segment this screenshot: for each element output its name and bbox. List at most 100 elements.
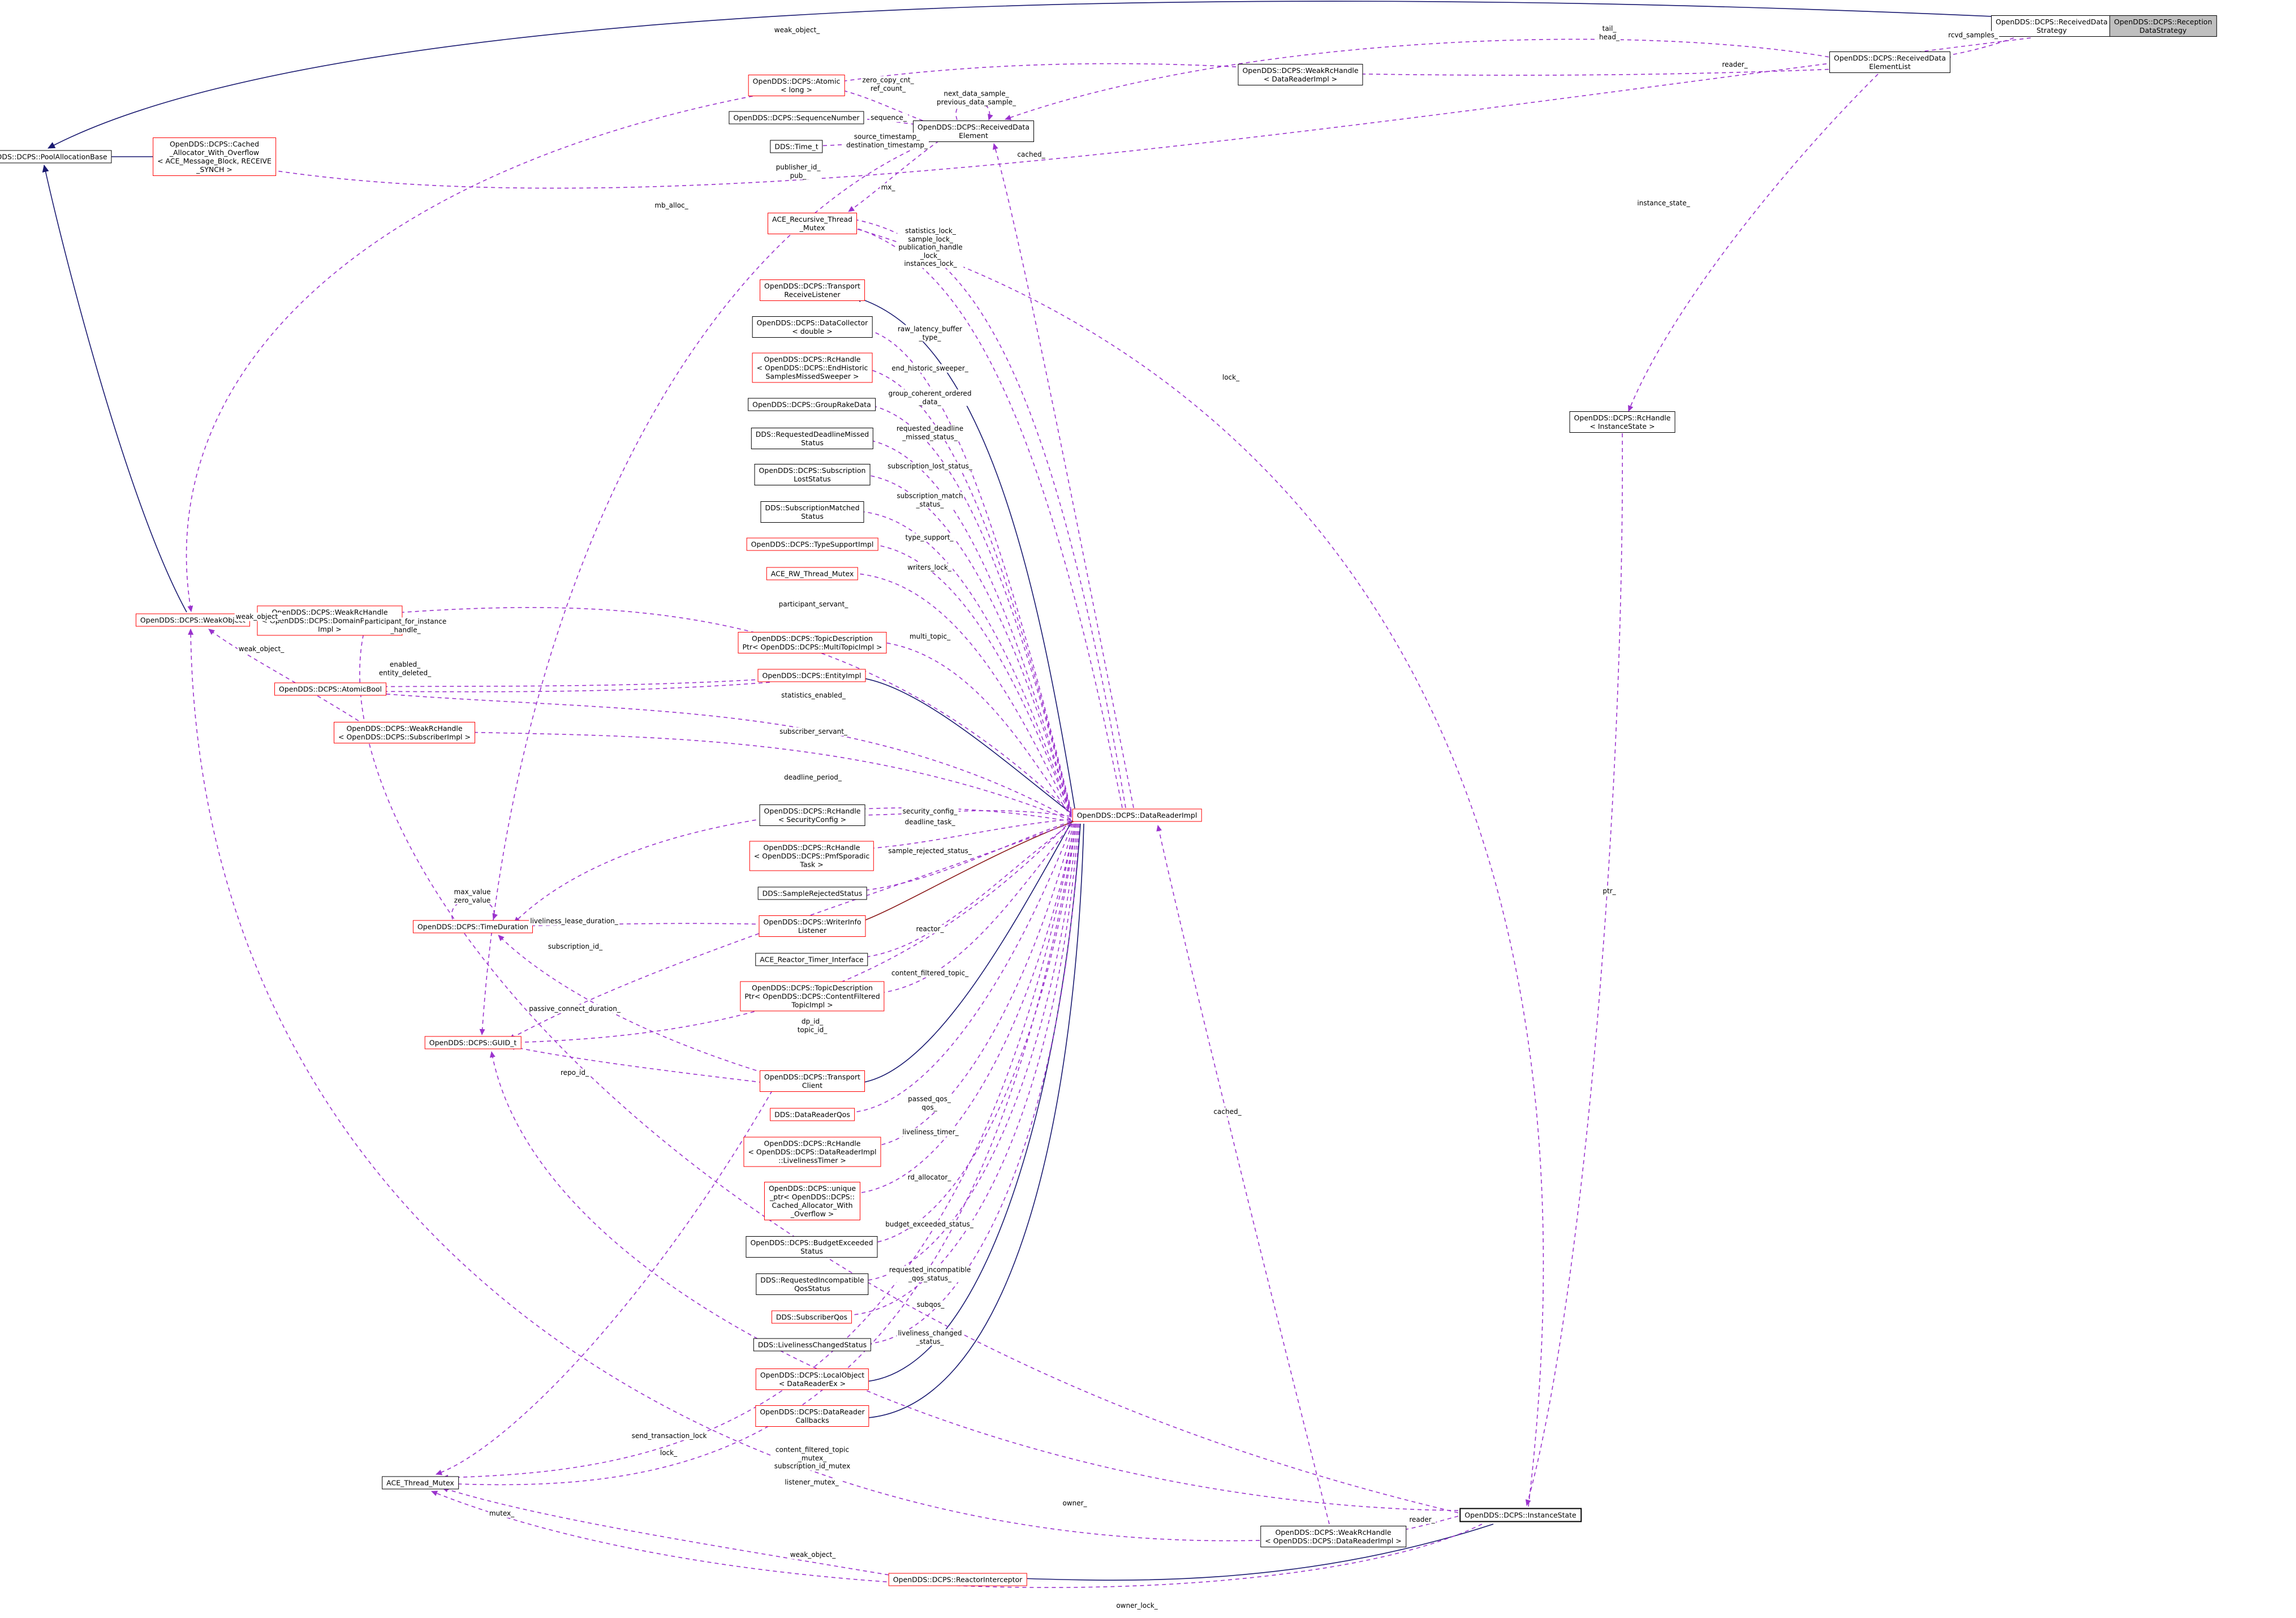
class-node-topic-description-content-filtered[interactable]: OpenDDS::DCPS::TopicDescription Ptr< Ope… — [740, 981, 885, 1012]
relationship-edge — [442, 1487, 897, 1577]
relationship-edge — [1331, 68, 1837, 77]
relationship-edge — [498, 935, 771, 1075]
class-node-ace-rw-thread-mutex[interactable]: ACE_RW_Thread_Mutex — [766, 567, 859, 580]
edge-label: mutex_ — [488, 1509, 516, 1518]
relationship-edge — [365, 607, 1071, 814]
class-node-data-reader-callbacks[interactable]: OpenDDS::DCPS::DataReader Callbacks — [755, 1405, 869, 1427]
class-node-ace-recursive-thread-mutex[interactable]: ACE_Recursive_Thread _Mutex — [768, 213, 857, 234]
edge-label: liveliness_timer_ — [901, 1128, 960, 1137]
class-node-rchandle-instance-state[interactable]: OpenDDS::DCPS::RcHandle < InstanceState … — [1569, 411, 1675, 433]
edge-label: deadline_period_ — [783, 773, 843, 782]
class-node-rchandle-end-historic[interactable]: OpenDDS::DCPS::RcHandle < OpenDDS::DCPS:… — [752, 352, 873, 383]
class-node-reception-data-strategy: OpenDDS::DCPS::Reception DataStrategy — [2109, 15, 2217, 37]
relationship-edge — [848, 216, 1126, 808]
class-node-guid-t[interactable]: OpenDDS::DCPS::GUID_t — [424, 1036, 522, 1049]
class-node-data-reader-qos[interactable]: DDS::DataReaderQos — [770, 1108, 855, 1121]
relationship-edge — [359, 682, 770, 695]
relationship-edge — [857, 823, 1081, 1385]
class-node-budget-exceeded-status[interactable]: OpenDDS::DCPS::BudgetExceeded Status — [746, 1236, 878, 1258]
class-node-ace-reactor-timer-interface[interactable]: ACE_Reactor_Timer_Interface — [755, 953, 868, 966]
edge-label: content_filtered_topic _mutex_ subscript… — [773, 1445, 852, 1470]
relationship-edge — [1005, 38, 1837, 121]
class-node-group-rake-data[interactable]: OpenDDS::DCPS::GroupRakeData — [748, 398, 876, 411]
class-node-received-data-strategy[interactable]: OpenDDS::DCPS::ReceivedData Strategy — [1991, 15, 2112, 37]
class-node-unique-ptr-cached-allocator[interactable]: OpenDDS::DCPS::unique _ptr< OpenDDS::DCP… — [764, 1182, 861, 1220]
edge-label: rd_allocator_ — [906, 1173, 953, 1182]
relationship-edge — [48, 1, 2006, 149]
class-node-weakrc-subscriber[interactable]: OpenDDS::DCPS::WeakRcHandle < OpenDDS::D… — [334, 722, 475, 743]
edge-label: subqos_ — [915, 1300, 946, 1309]
class-node-rchandle-liveliness-timer[interactable]: OpenDDS::DCPS::RcHandle < OpenDDS::DCPS:… — [743, 1137, 881, 1167]
relationship-edge — [854, 295, 1075, 809]
edge-label: lock_ — [658, 1448, 679, 1457]
edge-label: listener_mutex_ — [783, 1478, 840, 1487]
edge-label: ptr_ — [1601, 887, 1617, 896]
edge-label: subscriber_servant_ — [778, 727, 848, 736]
edge-label: reactor_ — [915, 924, 945, 933]
class-node-received-data-element[interactable]: OpenDDS::DCPS::ReceivedData Element — [913, 121, 1034, 142]
edge-label: weak_object_ — [789, 1550, 837, 1559]
class-node-weakrc-data-reader-top[interactable]: OpenDDS::DCPS::WeakRcHandle < DataReader… — [1238, 64, 1363, 85]
class-node-time-duration[interactable]: OpenDDS::DCPS::TimeDuration — [412, 920, 533, 933]
relationship-edge — [848, 140, 940, 212]
class-node-writer-info-listener[interactable]: OpenDDS::DCPS::WriterInfo Listener — [759, 915, 866, 937]
class-node-data-collector[interactable]: OpenDDS::DCPS::DataCollector < double > — [752, 316, 873, 338]
relationship-edge — [862, 541, 1072, 817]
class-node-ace-thread-mutex[interactable]: ACE_Thread_Mutex — [382, 1476, 459, 1490]
class-node-subscription-matched[interactable]: DDS::SubscriptionMatched Status — [760, 501, 864, 523]
class-node-type-support-impl[interactable]: OpenDDS::DCPS::TypeSupportImpl — [746, 537, 878, 551]
edge-label: reader_ — [1408, 1515, 1436, 1524]
class-node-rchandle-pmf-sporadic[interactable]: OpenDDS::DCPS::RcHandle < OpenDDS::DCPS:… — [749, 841, 875, 871]
class-node-transport-receive-listener[interactable]: OpenDDS::DCPS::Transport ReceiveListener — [760, 279, 865, 301]
class-node-data-reader-impl[interactable]: OpenDDS::DCPS::DataReaderImpl — [1072, 808, 1202, 822]
edge-label: group_coherent_ordered _data_ — [887, 389, 973, 406]
class-node-instance-state[interactable]: OpenDDS::DCPS::InstanceState — [1459, 1508, 1582, 1522]
relationship-edge — [827, 85, 937, 126]
class-node-weakrc-data-reader-bottom[interactable]: OpenDDS::DCPS::WeakRcHandle < OpenDDS::D… — [1260, 1526, 1406, 1547]
class-node-weak-object[interactable]: OpenDDS::DCPS::WeakObject — [135, 613, 251, 627]
class-node-liveliness-changed-status[interactable]: DDS::LivelinessChangedStatus — [753, 1338, 872, 1352]
edge-label: weak_object_ — [234, 612, 283, 621]
relationship-edge — [993, 143, 1134, 808]
edge-label: cached_ — [1016, 150, 1046, 159]
class-node-subscription-lost[interactable]: OpenDDS::DCPS::Subscription LostStatus — [754, 464, 871, 485]
edge-label: multi_topic_ — [908, 632, 952, 641]
relationship-edge — [850, 823, 1075, 1197]
edge-label: subscription_lost_status_ — [886, 462, 973, 471]
class-node-sequence-number[interactable]: OpenDDS::DCPS::SequenceNumber — [729, 111, 864, 124]
class-node-reactor-interceptor[interactable]: OpenDDS::DCPS::ReactorInterceptor — [888, 1573, 1027, 1586]
class-node-cached-allocator-receive[interactable]: OpenDDS::DCPS::Cached _Allocator_With_Ov… — [153, 137, 276, 176]
class-node-received-data-element-list[interactable]: OpenDDS::DCPS::ReceivedData ElementList — [1829, 51, 1950, 73]
edge-label: budget_exceeded_status_ — [884, 1220, 975, 1229]
edge-label: end_historic_sweeper_ — [890, 364, 970, 373]
relationship-edge — [860, 819, 1071, 852]
edge-label: writers_lock_ — [906, 563, 953, 572]
relationship-edge — [855, 823, 1071, 961]
class-node-participant-servant-label-anchor[interactable]: OpenDDS::DCPS::TopicDescription Ptr< Ope… — [738, 632, 887, 653]
class-node-transport-client[interactable]: OpenDDS::DCPS::Transport Client — [760, 1070, 865, 1092]
relationship-edge — [479, 138, 937, 1035]
class-node-requested-deadline-missed[interactable]: DDS::RequestedDeadlineMissed Status — [751, 428, 874, 449]
edge-label: rcvd_samples_ — [1947, 31, 1999, 40]
relationship-edge — [851, 508, 1072, 816]
relationship-edge — [1628, 74, 1879, 412]
class-node-pool-allocation-base[interactable]: OpenDDS::DCPS::PoolAllocationBase — [0, 150, 112, 163]
class-node-subscriber-qos[interactable]: DDS::SubscriberQos — [771, 1310, 852, 1324]
class-node-requested-incompatible-qos[interactable]: DDS::RequestedIncompatible QosStatus — [756, 1273, 869, 1295]
class-node-entity-impl[interactable]: OpenDDS::DCPS::EntityImpl — [757, 669, 866, 682]
edge-label: deadline_task_ — [903, 817, 957, 827]
edge-label: subscription_match _status_ — [895, 492, 964, 509]
relationship-edge — [862, 823, 1076, 1247]
class-node-atomic-long[interactable]: OpenDDS::DCPS::Atomic < long > — [748, 75, 845, 96]
edge-label: source_timestamp_ destination_timestamp_ — [845, 132, 929, 149]
relationship-edge — [254, 37, 2031, 189]
relationship-edge — [867, 823, 1072, 997]
edge-label: liveliness_lease_duration_ — [529, 916, 619, 926]
class-node-rchandle-security-config[interactable]: OpenDDS::DCPS::RcHandle < SecurityConfig… — [759, 804, 865, 826]
relationship-edge — [1944, 37, 2014, 58]
class-node-atomic-bool[interactable]: OpenDDS::DCPS::AtomicBool — [274, 682, 386, 696]
class-node-local-object-data-reader-ex[interactable]: OpenDDS::DCPS::LocalObject < DataReaderE… — [755, 1369, 869, 1390]
class-node-sample-rejected-status[interactable]: DDS::SampleRejectedStatus — [757, 887, 867, 900]
edge-label: weak_object_ — [773, 25, 821, 35]
class-node-time-t[interactable]: DDS::Time_t — [770, 140, 823, 153]
